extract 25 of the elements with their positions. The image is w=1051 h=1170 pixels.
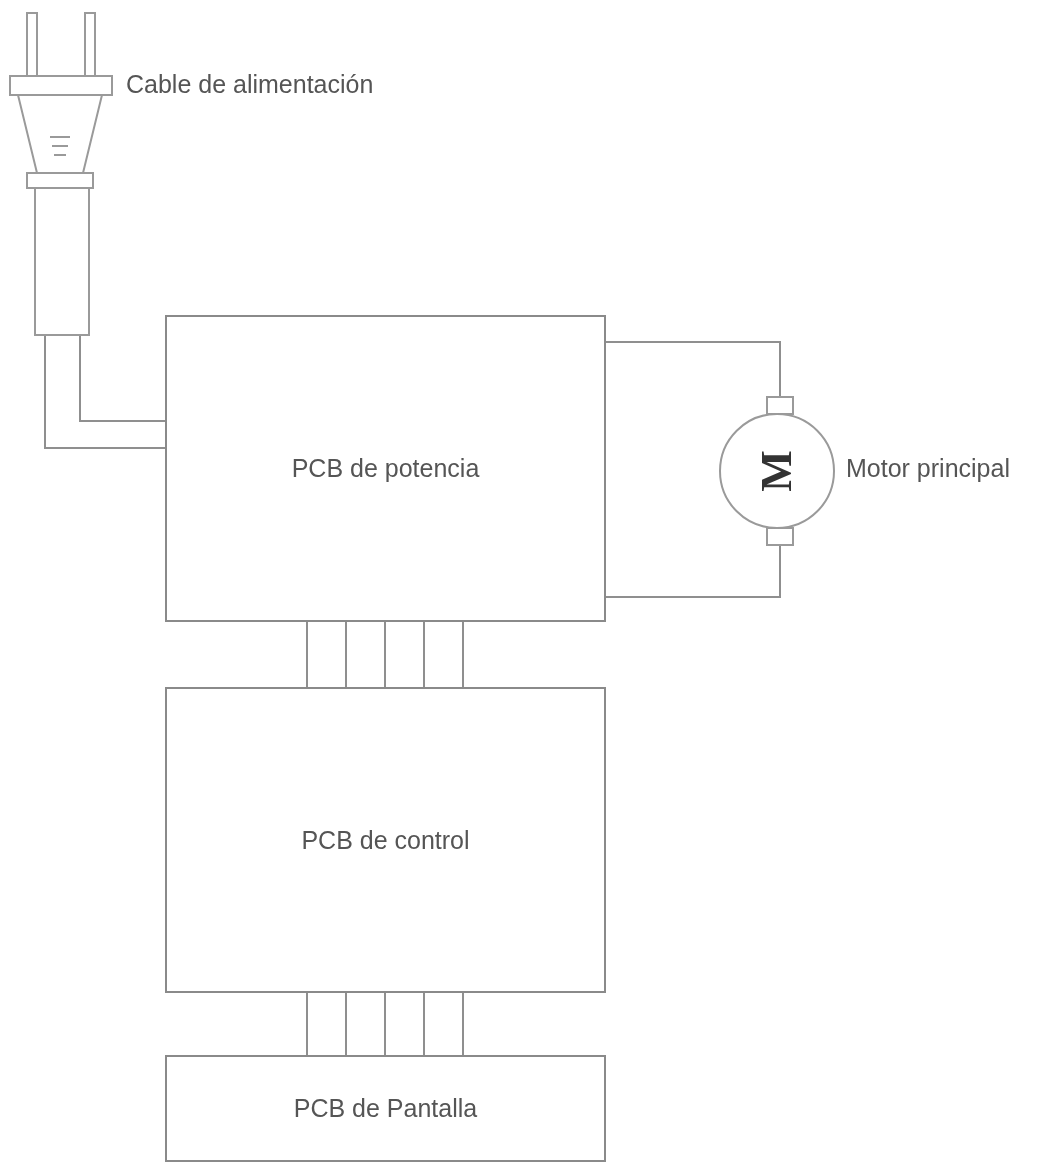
- box-label: PCB de potencia: [291, 454, 480, 483]
- component-label: Motor principal: [846, 456, 1010, 481]
- plug-drawing: [8, 10, 114, 336]
- box-label: PCB de Pantalla: [293, 1094, 478, 1123]
- motor-letter: M: [754, 449, 800, 494]
- wire: [605, 544, 781, 598]
- wire: [423, 992, 425, 1056]
- circuit-board-box: [165, 315, 606, 622]
- wire: [306, 992, 308, 1056]
- circuit-board-box: [165, 687, 606, 993]
- wire: [79, 335, 166, 422]
- circuit-board-box: [165, 1055, 606, 1162]
- wire: [423, 621, 425, 688]
- wire: [462, 621, 464, 688]
- wire: [345, 992, 347, 1056]
- wire: [384, 621, 386, 688]
- motor-symbol: [718, 396, 836, 546]
- component-label: Cable de alimentación: [126, 72, 374, 97]
- wire: [384, 992, 386, 1056]
- box-label: PCB de control: [301, 825, 470, 855]
- wire: [306, 621, 308, 688]
- wire: [44, 335, 166, 449]
- wire: [462, 992, 464, 1056]
- wire: [605, 341, 781, 398]
- wire: [345, 621, 347, 688]
